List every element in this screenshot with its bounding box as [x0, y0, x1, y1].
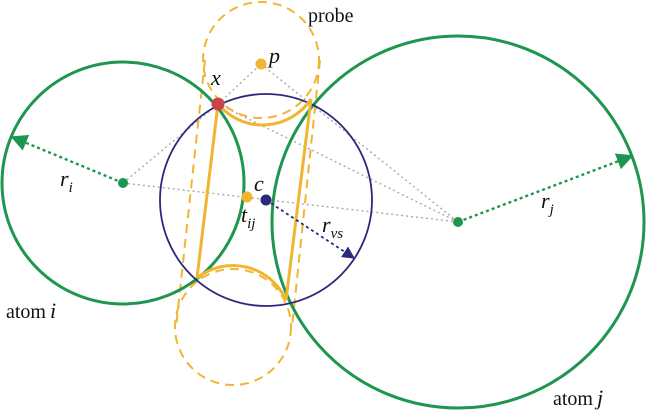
vs-circle — [159, 93, 373, 307]
label-probe: probe — [308, 5, 354, 27]
label-atom-i-letter: i — [50, 298, 56, 323]
label-atom-i: atom i — [6, 298, 56, 323]
probe-solid-shapes — [195, 98, 313, 301]
label-ri-sub: i — [69, 180, 73, 196]
probe-left-segment — [195, 103, 220, 279]
label-ri: ri — [60, 166, 73, 196]
label-c: c — [254, 171, 264, 196]
probe-circle-bottom — [174, 268, 292, 386]
probe-dashed-outlines — [174, 1, 321, 386]
label-rj-sub: j — [548, 202, 554, 218]
label-atom-j: atom j — [553, 385, 603, 410]
guide-line-i-j — [122, 182, 459, 223]
label-ri-main: r — [60, 166, 69, 191]
label-atom-j-letter: j — [594, 385, 603, 410]
probe-bottom-arc — [196, 264, 288, 301]
label-rj: rj — [541, 188, 554, 218]
atom-j-center-point — [453, 217, 463, 227]
probe-right-segment — [284, 98, 313, 301]
label-atom-j-word: atom — [553, 388, 593, 410]
label-rvs-main: r — [322, 212, 331, 237]
atom-j-circle — [270, 34, 646, 410]
tangent-point-tij — [241, 191, 253, 203]
label-tij: tij — [241, 202, 255, 232]
radius-arrow-i — [10, 135, 124, 185]
intersection-point-x — [211, 97, 225, 111]
label-rvs-sub: vs — [331, 226, 344, 242]
guide-line-p-j — [260, 63, 459, 223]
vs-center-point-c — [260, 194, 272, 206]
atom-i-center-point — [118, 178, 128, 188]
probe-top-arc — [216, 98, 313, 127]
label-tij-main: t — [241, 202, 248, 227]
label-rvs: rvs — [322, 212, 343, 242]
guide-lines — [122, 63, 459, 223]
probe-center-point-p — [255, 58, 267, 70]
label-x: x — [210, 65, 221, 90]
label-atom-i-word: atom — [6, 301, 46, 323]
label-tij-sub: ij — [247, 216, 255, 232]
atom-i-circle — [0, 60, 246, 306]
guide-line-i-x — [122, 103, 219, 184]
radius-arrow-j — [457, 153, 634, 224]
label-p: p — [267, 43, 280, 68]
label-rj-main: r — [541, 188, 550, 213]
